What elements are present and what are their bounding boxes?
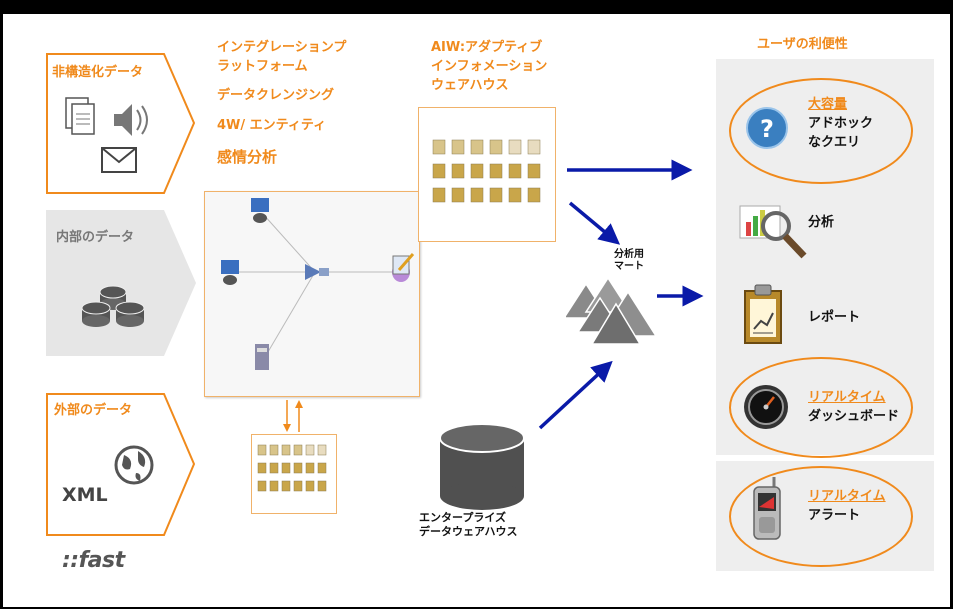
benefit-alert-label: アラート <box>808 508 861 523</box>
sentiment-analysis-label: 感情分析 <box>217 148 278 166</box>
cube <box>269 462 279 474</box>
cube <box>527 139 541 155</box>
external-data-label: 外部のデータ <box>54 403 133 418</box>
highlight-ellipse-alert <box>729 466 913 567</box>
cube <box>317 480 327 492</box>
cube <box>489 187 503 203</box>
cube <box>470 163 484 179</box>
edw-line1: エンタープライズ <box>419 511 507 524</box>
cube <box>293 480 303 492</box>
benefit-adhoc-line3: なクエリ <box>808 135 861 150</box>
cube <box>508 139 522 155</box>
cube <box>257 462 267 474</box>
cube <box>305 444 315 456</box>
cube <box>281 444 291 456</box>
cube <box>470 187 484 203</box>
gauge-icon <box>744 385 788 429</box>
cube <box>432 163 446 179</box>
analysis-mart-pyramids <box>566 276 658 345</box>
cube <box>257 480 267 492</box>
mart-line1: 分析用 <box>614 249 644 260</box>
cube <box>508 163 522 179</box>
cube <box>451 187 465 203</box>
xml-label: XML <box>62 484 108 506</box>
cube <box>451 163 465 179</box>
cube <box>293 444 303 456</box>
integration-platform-line1: インテグレーションプ <box>217 40 347 55</box>
benefit-dashboard-label: ダッシュボード <box>808 409 900 424</box>
benefit-dashboard-highlight: リアルタイム <box>808 390 886 405</box>
cube <box>281 480 291 492</box>
cube <box>527 163 541 179</box>
aiw-line2: インフォメーション <box>431 59 548 74</box>
aiw-line1: AIW:アダプティブ <box>431 40 543 55</box>
integration-platform-line2: ラットフォーム <box>217 59 308 74</box>
report-icon <box>744 284 782 344</box>
workflow-screenshot <box>204 191 459 397</box>
benefit-report-label: レポート <box>808 310 861 325</box>
benefit-alert-highlight: リアルタイム <box>808 489 886 504</box>
cube <box>305 462 315 474</box>
cube <box>257 444 267 456</box>
aiw-cubes <box>432 139 541 203</box>
fast-logo: ::fast <box>62 548 125 573</box>
data-cleansing-label: データクレンジング <box>217 88 335 103</box>
staging-cubes <box>257 444 327 492</box>
cube <box>489 139 503 155</box>
question-icon: ? <box>746 107 788 149</box>
enterprise-dw-cylinder <box>439 423 525 510</box>
cube <box>293 462 303 474</box>
phone-icon <box>753 477 781 540</box>
aiw-line3: ウェアハウス <box>431 78 509 93</box>
cube <box>432 187 446 203</box>
cube <box>317 444 327 456</box>
internal-data-label: 内部のデータ <box>56 230 135 245</box>
staging-data-grid <box>251 434 337 514</box>
cube <box>527 187 541 203</box>
benefit-analysis-label: 分析 <box>808 215 835 230</box>
slide-frame <box>0 14 953 609</box>
highlight-ellipse-dashboard <box>729 357 913 458</box>
cube <box>281 462 291 474</box>
cube <box>508 187 522 203</box>
cube <box>269 480 279 492</box>
unstructured-data-label: 非構造化データ <box>52 65 144 80</box>
top-black-bar <box>0 0 953 14</box>
bidirectional-arrows <box>283 400 303 432</box>
globe-icon <box>114 445 154 485</box>
aiw-warehouse-box <box>418 107 556 242</box>
user-benefit-title: ユーザの利便性 <box>757 37 848 52</box>
cube <box>269 444 279 456</box>
highlight-ellipse-adhoc <box>729 78 913 184</box>
edw-line2: データウェアハウス <box>419 525 518 538</box>
arrow-edw-to-mart <box>538 360 613 430</box>
cube <box>305 480 315 492</box>
analysis-icon <box>739 205 807 259</box>
benefit-adhoc-line2: アドホック <box>808 116 874 131</box>
cube <box>317 462 327 474</box>
documents-audio-mail-icon <box>65 97 148 173</box>
entity-label: 4W/ エンティティ <box>217 118 327 133</box>
benefit-adhoc-highlight: 大容量 <box>808 97 848 112</box>
cube <box>489 163 503 179</box>
database-cluster-icon <box>81 285 145 327</box>
arrow-aiw-to-mart <box>568 201 621 245</box>
edit-document-icon <box>392 253 415 275</box>
cube <box>432 139 446 155</box>
mart-line2: マート <box>614 261 644 272</box>
cube <box>470 139 484 155</box>
svg-text:?: ? <box>760 115 774 143</box>
cube <box>451 139 465 155</box>
